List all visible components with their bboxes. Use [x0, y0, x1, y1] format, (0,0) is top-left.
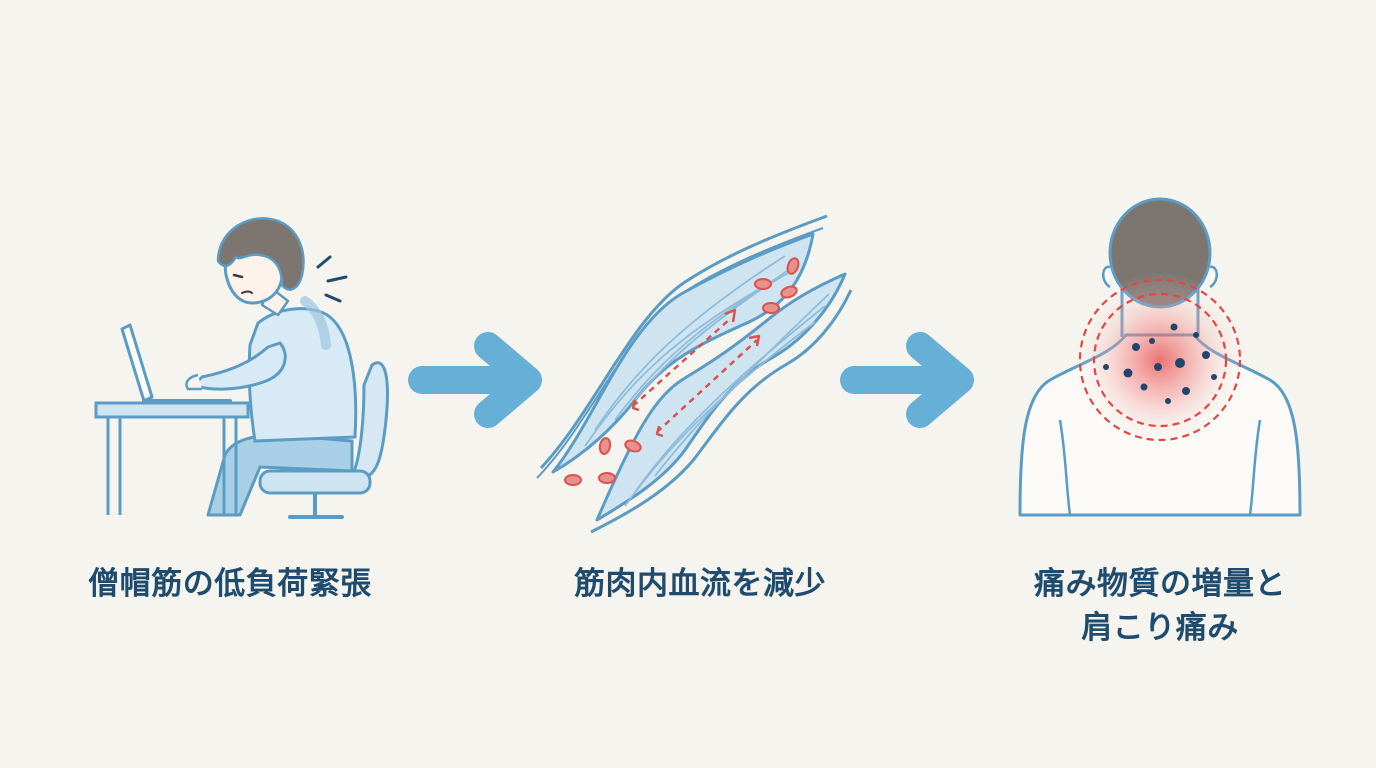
step-3: 痛み物質の増量と 肩こり痛み	[940, 0, 1376, 768]
step-1-label: 僧帽筋の低負荷緊張	[88, 566, 372, 602]
step-3-label-line2: 肩こり痛み	[1081, 610, 1239, 646]
neck-pain-illustration	[1018, 197, 1302, 517]
arrow-right-icon	[408, 332, 542, 428]
step-1: 僧帽筋の低負荷緊張	[0, 0, 420, 768]
muscle-blood-flow-illustration	[536, 214, 853, 534]
step-2: 筋肉内血流を減少	[470, 0, 910, 768]
arrow-right-icon	[840, 332, 974, 428]
step-3-label-line1: 痛み物質の増量と	[1034, 566, 1286, 602]
step-2-label: 筋肉内血流を減少	[574, 566, 826, 602]
person-at-laptop-illustration	[94, 217, 389, 519]
step-3-label: 痛み物質の増量と 肩こり痛み	[970, 562, 1350, 650]
